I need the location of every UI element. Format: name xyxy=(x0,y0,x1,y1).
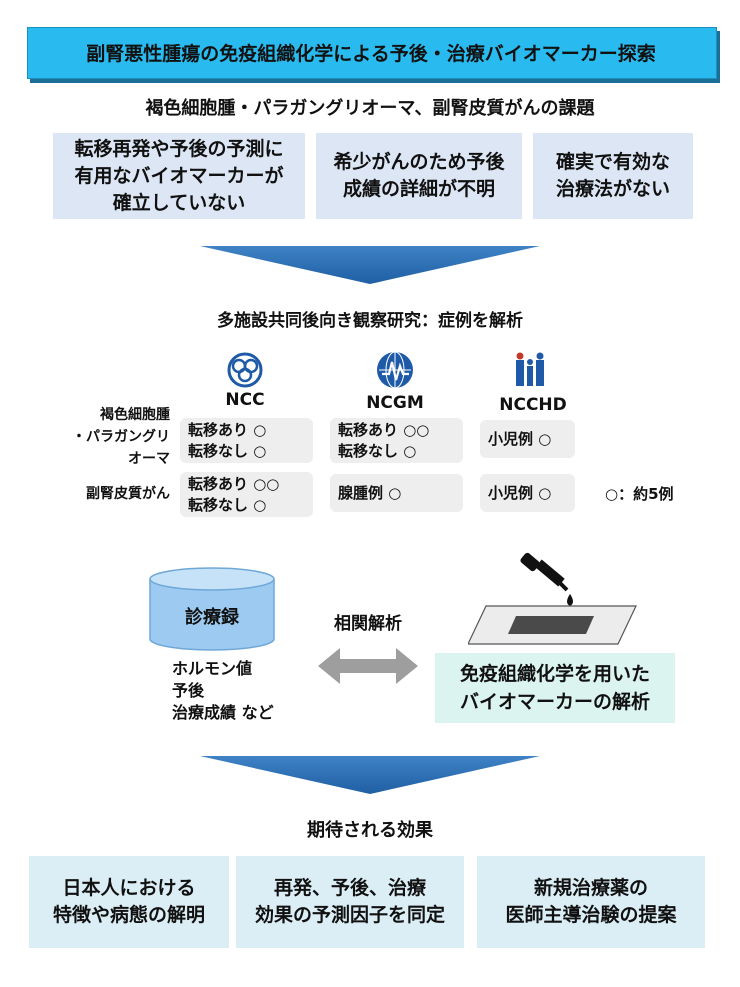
cell-pheo-ncchd: 小児例 ○ xyxy=(480,420,575,458)
effect-box-3: 新規治療薬の 医師主導治験の提案 xyxy=(477,856,705,948)
institution-ncc: NCC xyxy=(225,390,265,410)
institution-ncgm: NCGM xyxy=(366,393,424,413)
database-icon xyxy=(149,567,275,651)
slide-icon xyxy=(468,605,637,645)
ncgm-logo-icon xyxy=(377,351,413,389)
title-bar xyxy=(27,27,717,79)
study-heading: 多施設共同後向き観察研究：症例を解析 xyxy=(217,311,523,331)
cell-acc-ncchd: 小児例 ○ xyxy=(480,474,575,512)
cell-acc-ncgm: 腺腫例 ○ xyxy=(330,474,463,512)
row-label-acc: 副腎皮質がん xyxy=(86,486,170,502)
institution-ncchd: NCCHD xyxy=(499,395,567,415)
double-arrow-icon xyxy=(318,648,418,684)
records-label: 診療録 xyxy=(185,607,239,628)
dropper-icon xyxy=(520,552,573,606)
effects-heading: 期待される効果 xyxy=(307,820,433,841)
ncchd-logo-icon xyxy=(516,352,544,386)
issue-box-2: 希少がんのため予後 成績の詳細が不明 xyxy=(316,133,522,219)
issue-box-1: 転移再発や予後の予測に 有用なバイオマーカーが 確立していない xyxy=(53,133,305,219)
ihc-box: 免疫組織化学を用いた バイオマーカーの解析 xyxy=(435,653,675,723)
records-items: ホルモン値 予後 治療成績 など xyxy=(172,659,274,722)
page-title: 副腎悪性腫瘍の免疫組織化学による予後・治療バイオマーカー探索 xyxy=(86,42,656,65)
ncc-logo-icon xyxy=(227,352,263,388)
cell-pheo-ncgm: 転移あり ○○ 転移なし ○ xyxy=(330,418,463,463)
legend: ○：約5例 xyxy=(605,485,674,503)
issues-heading: 褐色細胞腫・パラガングリオーマ、副腎皮質がんの課題 xyxy=(145,98,595,119)
down-arrow-icon xyxy=(200,756,540,794)
cell-acc-ncc: 転移あり ○○ 転移なし ○ xyxy=(180,472,313,517)
issue-box-3: 確実で有効な 治療法がない xyxy=(533,133,693,219)
effect-box-1: 日本人における 特徴や病態の解明 xyxy=(29,856,229,948)
row-label-pheo: 褐色細胞腫 ・パラガングリ オーマ xyxy=(72,407,170,467)
down-arrow-icon xyxy=(200,246,540,284)
correlation-label: 相関解析 xyxy=(334,614,402,634)
cell-pheo-ncc: 転移あり ○ 転移なし ○ xyxy=(180,418,313,463)
effect-box-2: 再発、予後、治療 効果の予測因子を同定 xyxy=(236,856,464,948)
